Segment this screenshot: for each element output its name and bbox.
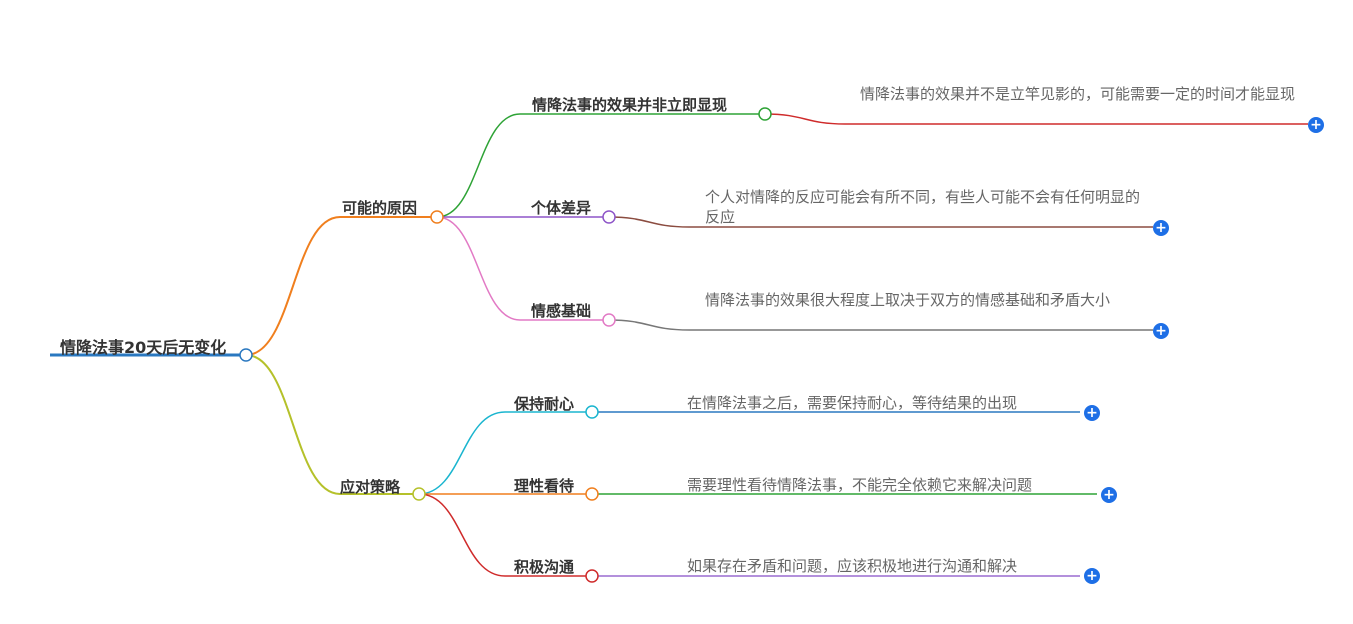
root-node-circle[interactable] [239,348,253,362]
branch-reasons-line [245,216,437,356]
expand-plus-icon[interactable]: + [1153,323,1169,339]
child-node-circle[interactable] [602,210,616,224]
child-line [418,411,592,495]
reason-delayed-effect-label[interactable]: 情降法事的效果并非立即显现 [532,96,728,114]
expand-plus-icon[interactable]: + [1153,220,1169,236]
reason-individual-difference-label[interactable]: 个体差异 [531,199,592,217]
strategy-patience-detail: 在情降法事之后，需要保持耐心，等待结果的出现 [687,394,1018,412]
child-node-circle[interactable] [585,569,599,583]
strategy-rational-detail: 需要理性看待情降法事，不能完全依赖它来解决问题 [687,476,1033,494]
child-node-circle[interactable] [585,487,599,501]
expand-plus-icon[interactable]: + [1101,487,1117,503]
strategy-communication-detail: 如果存在矛盾和问题，应该积极地进行沟通和解决 [687,557,1018,575]
strategy-communication-label[interactable]: 积极沟通 [514,558,575,576]
branch-strategies-circle[interactable] [412,487,426,501]
branch-reasons-circle[interactable] [430,210,444,224]
child-line [436,216,609,321]
detail-line [764,113,1308,125]
branch-strategies-label[interactable]: 应对策略 [340,478,401,496]
child-node-circle[interactable] [602,313,616,327]
child-line [436,113,765,218]
branch-strategies-line [245,354,419,495]
expand-plus-icon[interactable]: + [1308,117,1324,133]
strategy-rational-label[interactable]: 理性看待 [514,477,575,495]
expand-plus-icon[interactable]: + [1084,568,1100,584]
reason-emotional-basis-detail: 情降法事的效果很大程度上取决于双方的情感基础和矛盾大小 [705,291,1111,309]
reason-delayed-effect-detail: 情降法事的效果并不是立竿见影的，可能需要一定的时间才能显现 [860,85,1296,103]
expand-plus-icon[interactable]: + [1084,405,1100,421]
strategy-patience-label[interactable]: 保持耐心 [514,395,575,413]
reason-emotional-basis-label[interactable]: 情感基础 [531,302,592,320]
child-node-circle[interactable] [758,107,772,121]
branch-reasons-label[interactable]: 可能的原因 [342,199,418,217]
child-line [418,493,592,577]
reason-individual-difference-detail: 个人对情降的反应可能会有所不同，有些人可能不会有任何明显的反应 [705,188,1141,226]
root-node-label[interactable]: 情降法事20天后无变化 [60,338,227,357]
detail-line [608,319,1153,331]
detail-line [608,216,1153,228]
child-node-circle[interactable] [585,405,599,419]
